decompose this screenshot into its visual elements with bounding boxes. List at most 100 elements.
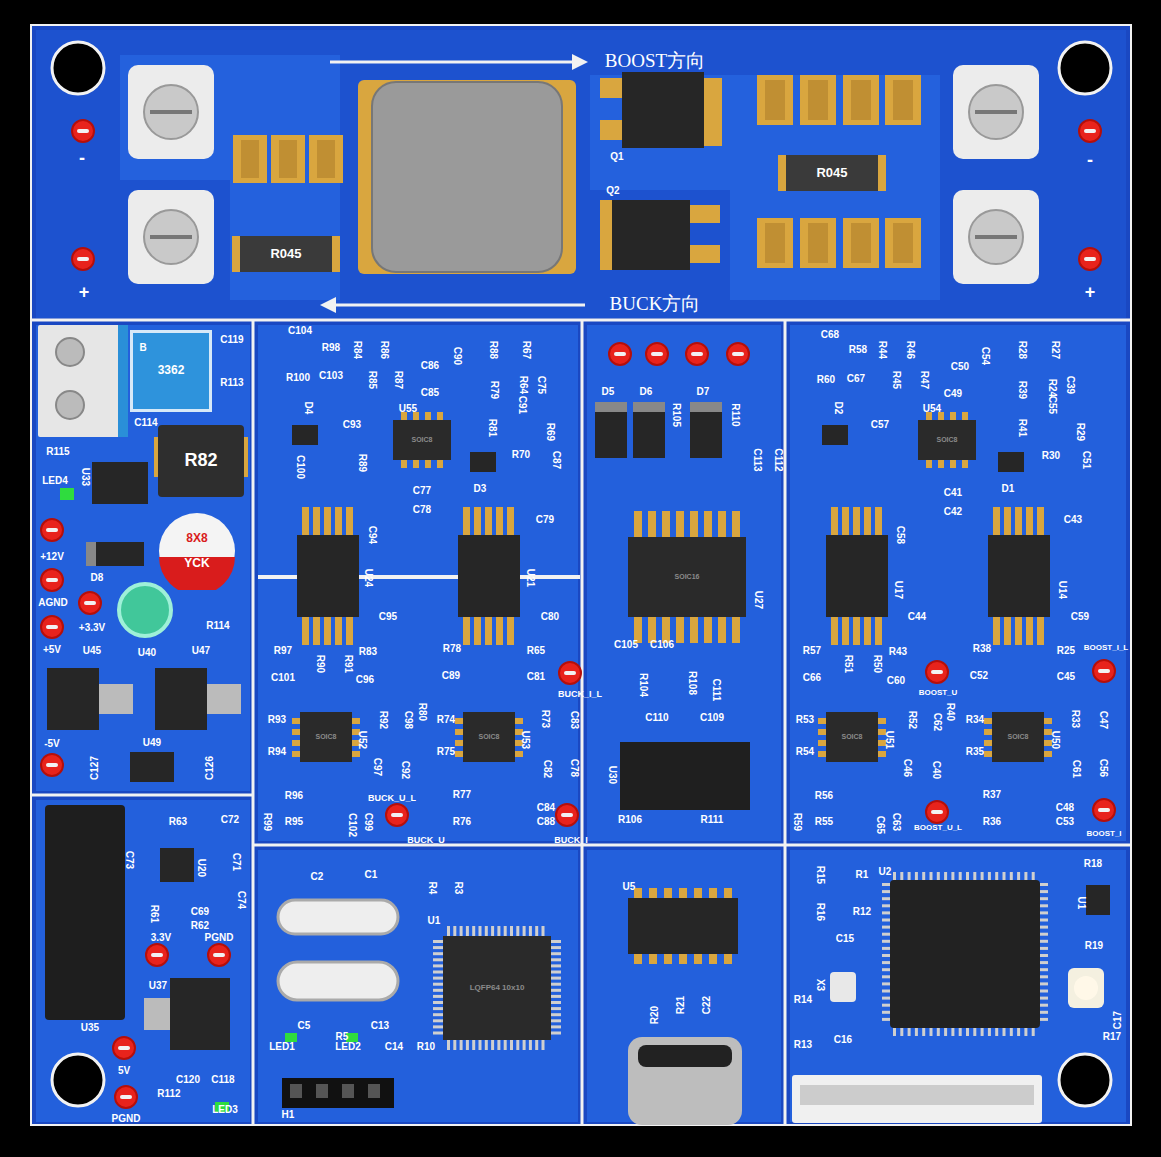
- ic-pin: [676, 617, 684, 643]
- component-marking: SOIC8: [936, 436, 957, 444]
- screw-head: [56, 338, 84, 366]
- test-point: [208, 944, 230, 966]
- ic-pin: [437, 412, 443, 420]
- silkscreen-label: -5V: [44, 739, 60, 749]
- silkscreen-label: R110: [730, 403, 740, 426]
- regulator-u37: [170, 978, 230, 1050]
- direction-label: BUCK方向: [610, 294, 701, 313]
- mosfet-q2: [600, 200, 690, 270]
- silkscreen-label: C85: [421, 388, 439, 398]
- ic-pin: [346, 507, 353, 535]
- smd-capacitor-body: [851, 80, 871, 120]
- smd-capacitor: [800, 218, 836, 268]
- silkscreen-label: R114: [206, 621, 229, 631]
- smd-capacitor-body: [893, 223, 913, 263]
- diode-d8: [86, 542, 144, 566]
- test-point: [386, 804, 408, 826]
- silkscreen-label: C74: [236, 891, 246, 909]
- silkscreen-label: C17: [1113, 1011, 1123, 1029]
- silkscreen-label: U27: [753, 591, 763, 609]
- ic-pin: [864, 507, 871, 535]
- smd-capacitor: [757, 218, 793, 268]
- direction-arrow: [330, 61, 580, 64]
- mcu-pin: [882, 961, 890, 964]
- silkscreen-label: D6: [640, 387, 653, 397]
- ic-u1-small: [1086, 885, 1110, 915]
- usb-c-connector: [628, 1037, 742, 1125]
- silkscreen-label: C13: [371, 1021, 389, 1031]
- silkscreen-label: R38: [973, 644, 991, 654]
- silkscreen-label: R89: [357, 454, 367, 472]
- mcu-pin: [988, 1028, 991, 1036]
- silkscreen-label: -: [1087, 151, 1093, 169]
- test-point: [609, 343, 631, 365]
- ic-package: [458, 535, 520, 617]
- silkscreen-label: C105: [614, 640, 638, 650]
- component-marking: SOIC8: [411, 436, 432, 444]
- qfp-pin: [551, 1013, 561, 1016]
- ic-pin: [732, 511, 740, 537]
- mcu-pin: [973, 1028, 976, 1036]
- silkscreen-label: R88: [488, 341, 498, 359]
- regulator-u47: [155, 668, 207, 730]
- ic-pin: [335, 507, 342, 535]
- silkscreen-label: AGND: [38, 598, 67, 608]
- silkscreen-label: C39: [1065, 376, 1075, 394]
- silkscreen-label: C113: [752, 448, 762, 471]
- test-point: [686, 343, 708, 365]
- silkscreen-label: R13: [794, 1040, 812, 1050]
- silkscreen-label: C77: [413, 486, 431, 496]
- ic-pin: [984, 729, 992, 735]
- silkscreen-label: R96: [285, 791, 303, 801]
- silkscreen-label: C53: [1056, 817, 1074, 827]
- silkscreen-label: R53: [796, 715, 814, 725]
- ic-pin: [690, 617, 698, 643]
- silkscreen-label: C90: [452, 347, 462, 365]
- qfp-pin: [433, 1013, 443, 1016]
- silkscreen-label: C91: [517, 396, 527, 414]
- ic-pin: [875, 507, 882, 535]
- inductor-pads: [358, 80, 576, 274]
- ic-pin: [704, 511, 712, 537]
- mcu-pin: [1040, 997, 1048, 1000]
- silkscreen-label: R17: [1103, 1032, 1121, 1042]
- test-point-slot: [1098, 669, 1110, 673]
- copper-pour: [36, 325, 250, 791]
- smd-capacitor-body: [765, 80, 785, 120]
- silkscreen-label: +3.3V: [79, 623, 105, 633]
- ic-pin: [649, 954, 657, 964]
- ic-pin: [842, 617, 849, 645]
- silkscreen-label: C78: [413, 505, 431, 515]
- ic-pin: [938, 460, 944, 468]
- test-point: [115, 1086, 137, 1108]
- ic-pin: [401, 460, 407, 468]
- qfp-pin: [516, 1040, 519, 1050]
- silkscreen-label: C14: [385, 1042, 403, 1052]
- qfp-pin: [433, 1032, 443, 1035]
- screw-head: [969, 210, 1023, 264]
- mcu-pin: [981, 872, 984, 880]
- copper-pour: [36, 800, 250, 1122]
- header-pin: [342, 1084, 354, 1098]
- silkscreen-label: R99: [262, 813, 272, 831]
- smd-capacitor-body: [851, 223, 871, 263]
- qfp-pin: [551, 989, 561, 992]
- silkscreen-label: R50: [872, 655, 882, 673]
- silkscreen-label: R60: [817, 375, 835, 385]
- ic-pin: [704, 617, 712, 643]
- test-point: [41, 519, 63, 541]
- qfp-pin: [497, 926, 500, 936]
- test-point: [727, 343, 749, 365]
- qfp-pin: [466, 926, 469, 936]
- smd-capacitor: [757, 75, 793, 125]
- silkscreen-label: C79: [536, 515, 554, 525]
- silkscreen-label: C60: [887, 676, 905, 686]
- smd-capacitor: [885, 218, 921, 268]
- mounting-hole: [64, 1066, 92, 1094]
- diode: [633, 402, 665, 458]
- silkscreen-label: R28: [1017, 341, 1027, 359]
- test-point: [1079, 248, 1101, 270]
- mcu-pin: [882, 975, 890, 978]
- silkscreen-label: 3.3V: [151, 933, 172, 943]
- silkscreen-label: R79: [489, 381, 499, 399]
